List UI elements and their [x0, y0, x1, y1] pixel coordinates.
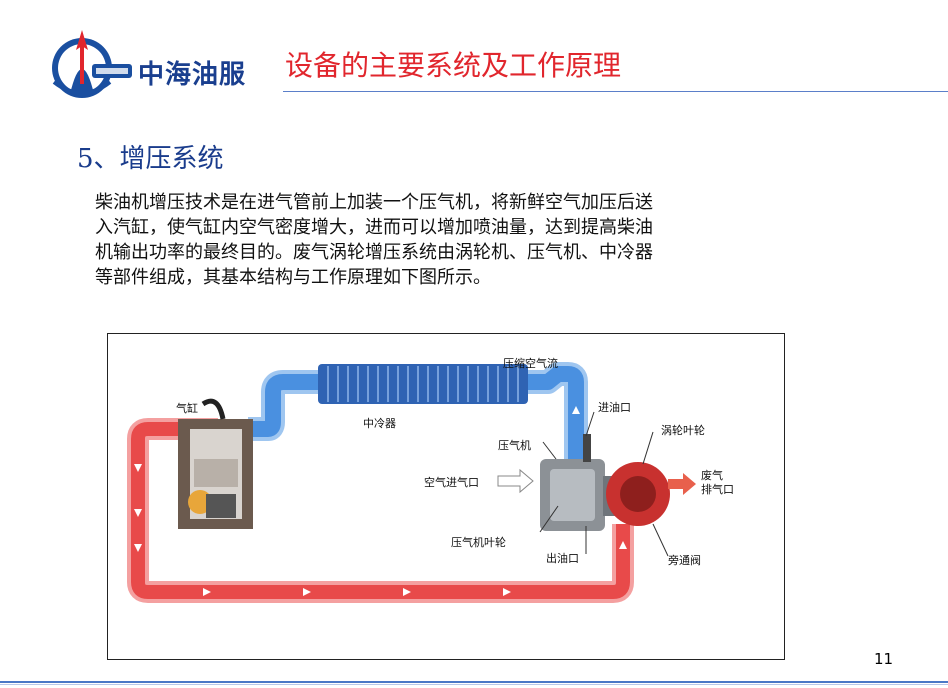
label-oil-out: 出油口 [546, 551, 579, 565]
section-heading: 5、增压系统 [77, 144, 224, 174]
page-title: 设备的主要系统及工作原理 [285, 49, 622, 82]
body-line: 等部件组成，其基本结构与工作原理如下图所示。 [95, 267, 491, 288]
label-air-inlet: 空气进气口 [424, 475, 479, 489]
label-compressor: 压气机 [498, 438, 531, 452]
turbocharger-diagram: 压缩空气流 气缸 中冷器 进油口 涡轮叶轮 压气机 空气进气口 废气 排气口 压… [107, 333, 785, 660]
brand-name: 中海油服 [138, 60, 247, 90]
label-compressor-wheel: 压气机叶轮 [451, 535, 506, 549]
label-oil-in: 进油口 [598, 400, 631, 414]
label-exhaust: 废气 [701, 468, 723, 482]
body-line: 柴油机增压技术是在进气管前上加装一个压气机，将新鲜空气加压后送 [95, 192, 653, 213]
label-exhaust-outlet: 排气口 [701, 482, 734, 496]
body-line: 入汽缸，使气缸内空气密度增大，进而可以增加喷油量，达到提高柴油 [95, 217, 653, 238]
footer-divider-thin [0, 684, 948, 685]
label-cylinder: 气缸 [176, 401, 198, 415]
footer-divider [0, 681, 948, 683]
label-compressed-air: 压缩空气流 [503, 356, 558, 370]
title-divider [283, 91, 948, 92]
label-bypass-valve: 旁通阀 [668, 553, 701, 567]
label-intercooler: 中冷器 [363, 417, 396, 430]
page-number: 11 [874, 650, 894, 668]
cosl-logo [40, 24, 135, 104]
label-turbine-wheel: 涡轮叶轮 [661, 423, 705, 437]
body-paragraph: 柴油机增压技术是在进气管前上加装一个压气机，将新鲜空气加压后送 入汽缸，使气缸内… [95, 190, 835, 290]
body-line: 机输出功率的最终目的。废气涡轮增压系统由涡轮机、压气机、中冷器 [95, 242, 653, 263]
